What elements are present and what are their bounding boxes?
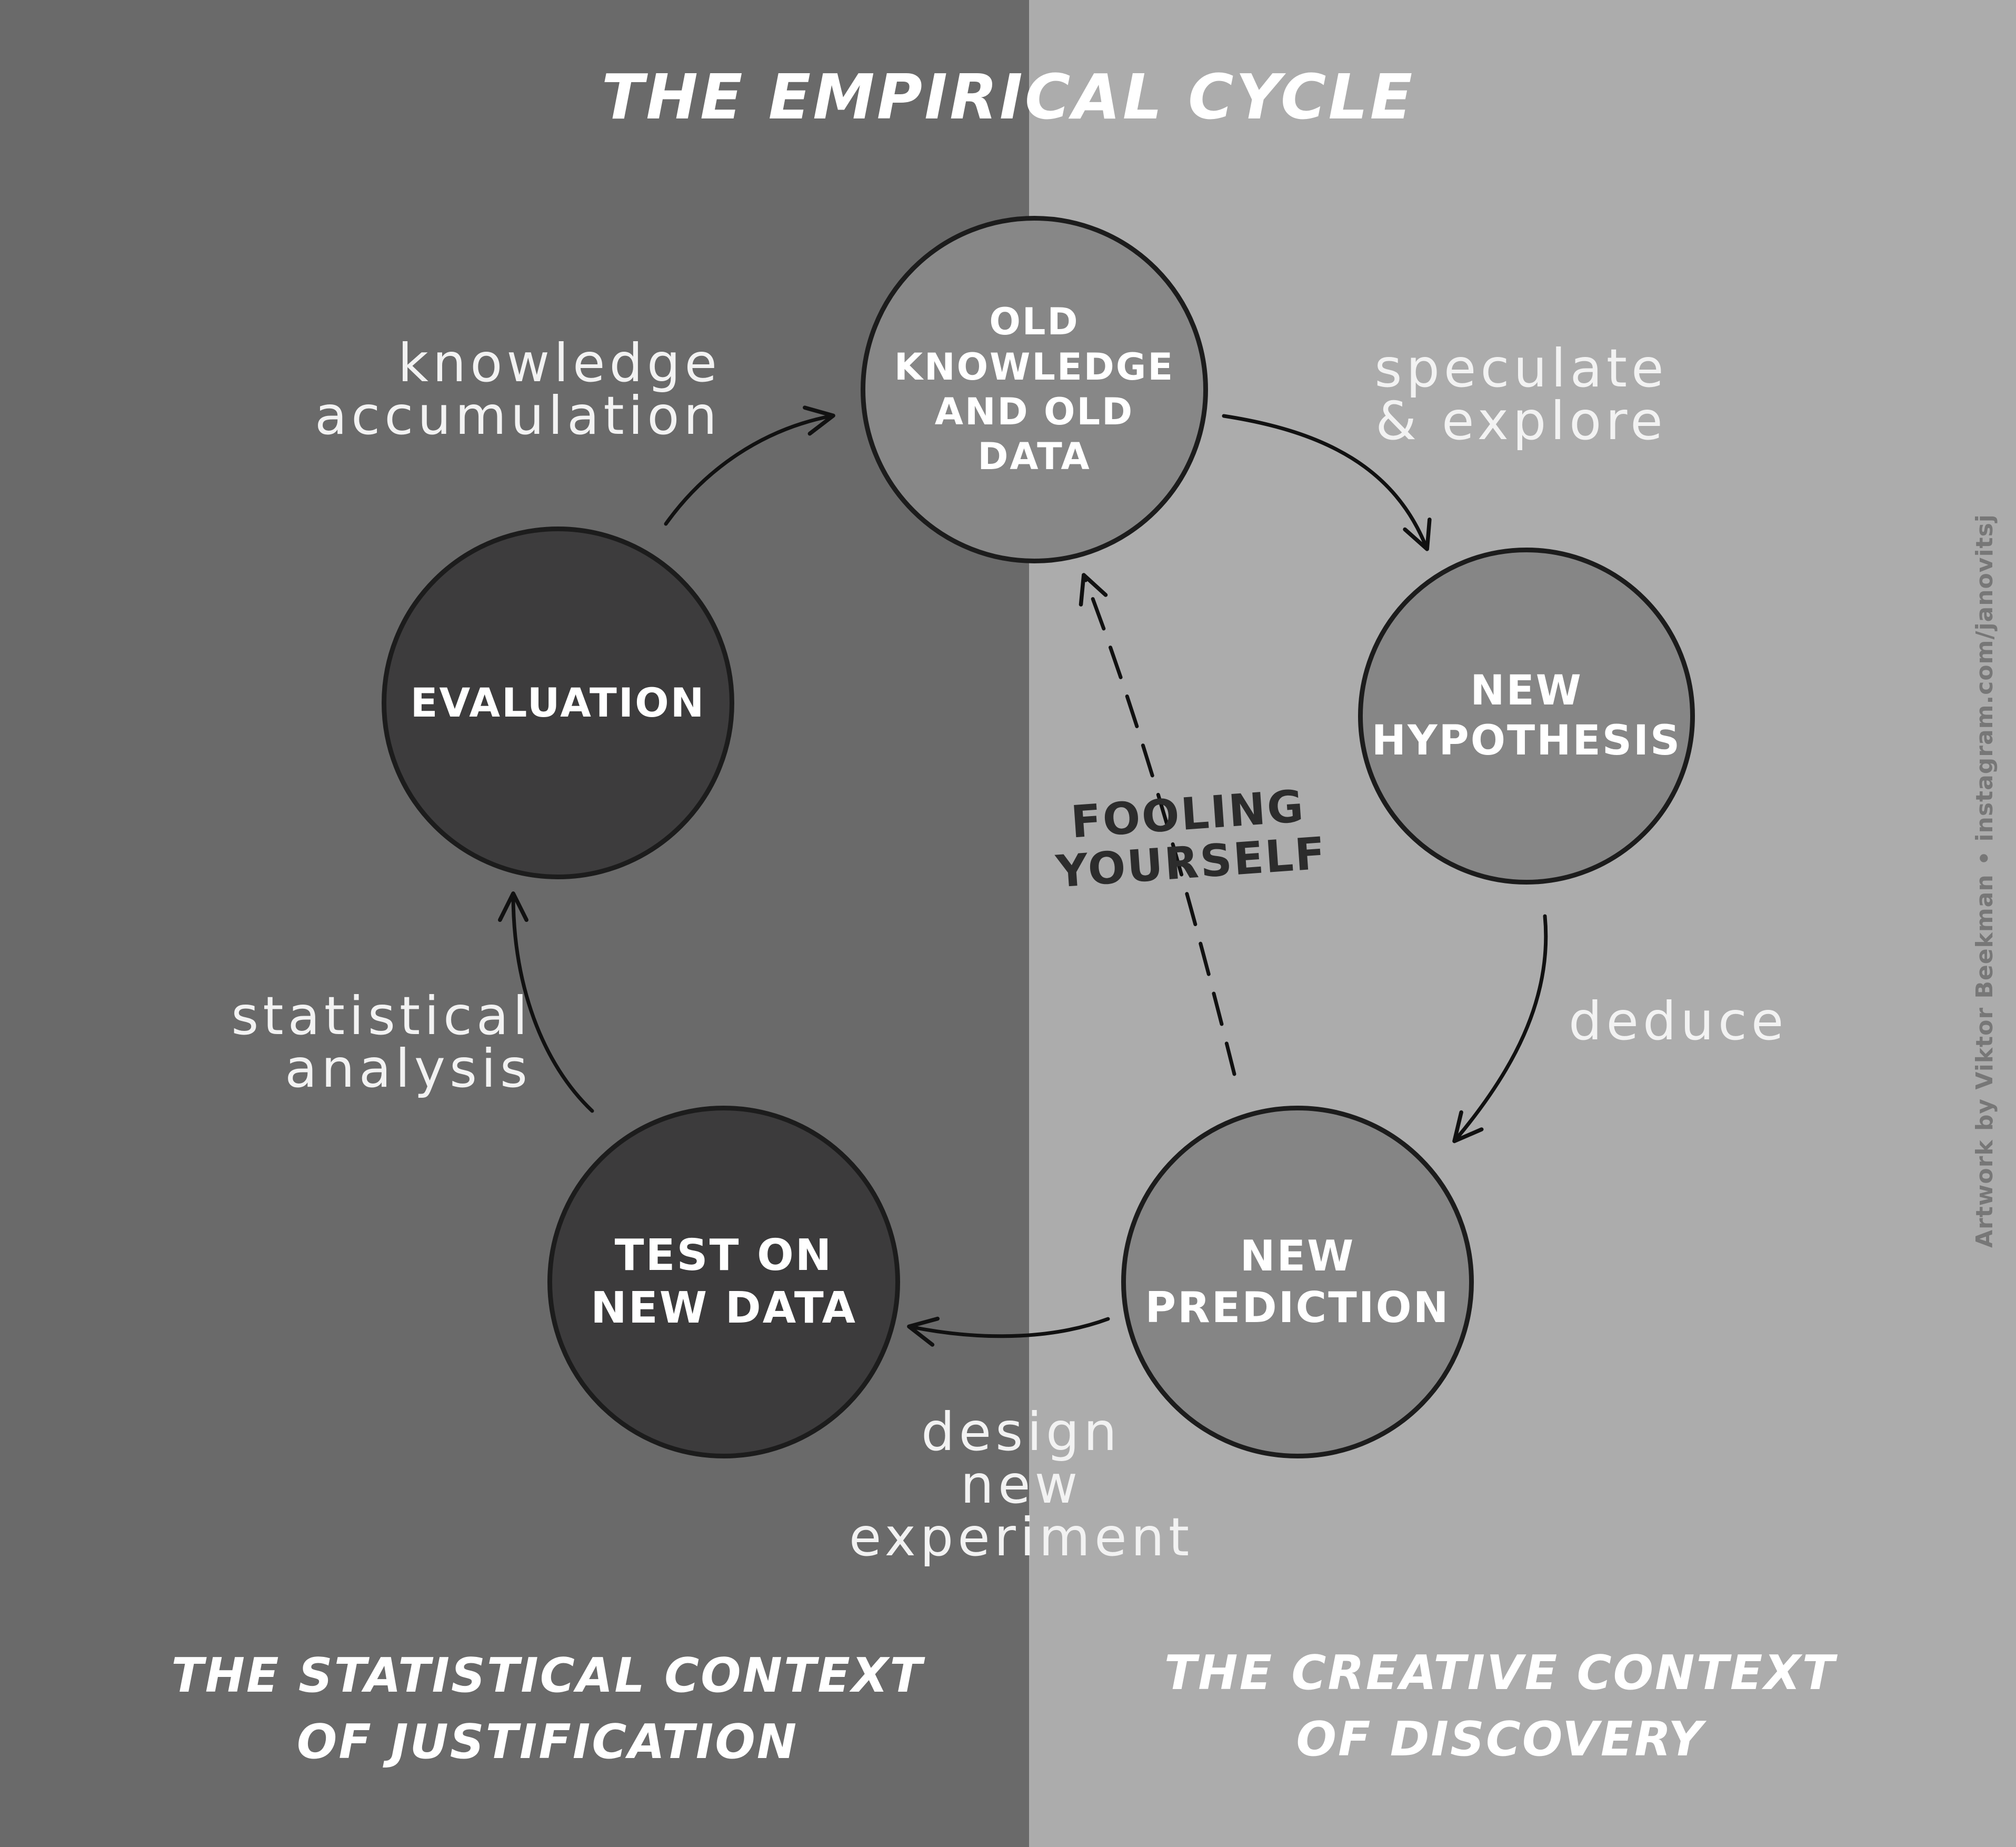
context-right-label: THE CREATIVE CONTEXT OF DISCOVERY: [1164, 1645, 1837, 1767]
arrow-test-to-evaluation: [498, 891, 594, 1113]
node-new-prediction-label: NEW PREDICTION: [1145, 1232, 1450, 1332]
edge-label-statistical-analysis: statistical analysis: [231, 985, 532, 1099]
arrow-hypothesis-to-prediction: [1452, 914, 1548, 1144]
node-evaluation-label: EVALUATION: [410, 679, 706, 726]
node-test-new-data: TEST ON NEW DATA: [547, 1106, 900, 1458]
node-new-prediction: NEW PREDICTION: [1121, 1106, 1474, 1458]
arrow-old-to-hypothesis: [1222, 414, 1432, 551]
node-evaluation: EVALUATION: [382, 527, 734, 879]
edge-label-design: design new experiment: [849, 1401, 1194, 1568]
edge-label-speculate: speculate & explore: [1374, 337, 1668, 452]
context-left-label: THE STATISTICAL CONTEXT OF JUSTIFICATION: [171, 1648, 924, 1770]
edge-label-knowledge-accumulation: knowledge accumulation: [314, 332, 721, 446]
arrow-prediction-to-test: [907, 1316, 1110, 1347]
node-old-knowledge: OLD KNOWLEDGE AND OLD DATA: [861, 216, 1208, 563]
artwork-credit: Artwork by Viktor Beekman • instagram.co…: [1971, 514, 1998, 1248]
node-old-knowledge-label: OLD KNOWLEDGE AND OLD DATA: [894, 300, 1175, 479]
arrow-evaluation-to-old: [664, 405, 835, 526]
node-new-hypothesis-label: NEW HYPOTHESIS: [1371, 667, 1682, 764]
edge-label-deduce: deduce: [1569, 990, 1788, 1052]
node-test-new-data-label: TEST ON NEW DATA: [591, 1230, 857, 1333]
node-new-hypothesis: NEW HYPOTHESIS: [1358, 548, 1695, 885]
arrow-fooling-yourself: [1079, 573, 1236, 1076]
diagram-title: THE EMPIRICAL CYCLE: [601, 61, 1415, 133]
